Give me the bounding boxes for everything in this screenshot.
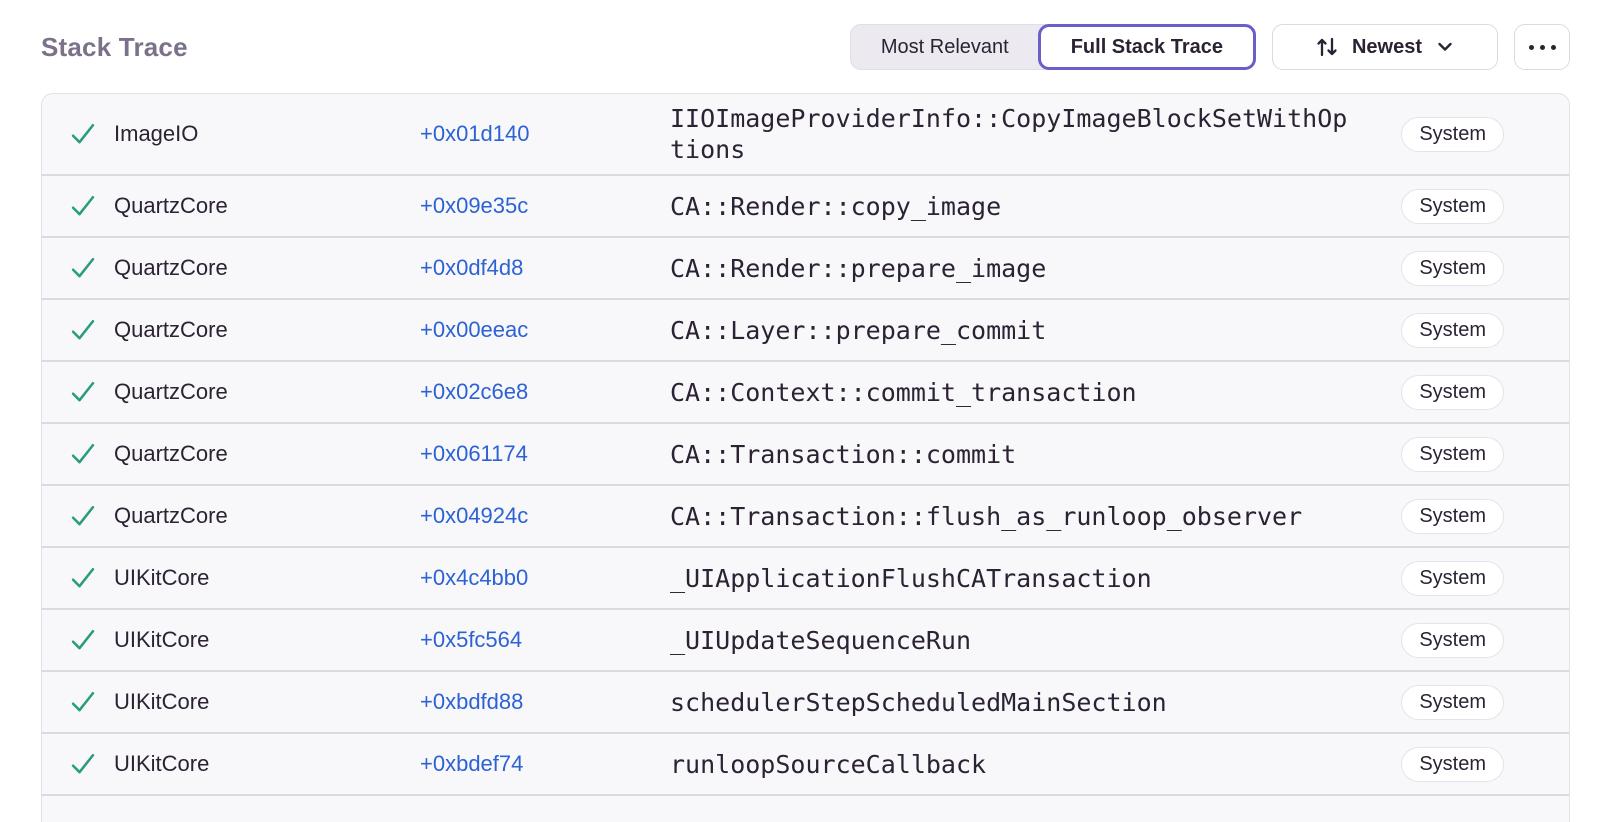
check-icon: [69, 440, 97, 468]
stack-frame-row[interactable]: QuartzCore +0x00eeac CA::Layer::prepare_…: [42, 300, 1569, 362]
sort-arrows-icon: [1314, 34, 1340, 60]
frame-module: QuartzCore: [114, 193, 228, 218]
check-icon: [69, 688, 97, 716]
stack-frame-row[interactable]: UIKitCore +0x5fc564 _UIUpdateSequenceRun…: [42, 610, 1569, 672]
frame-tag-badge: System: [1401, 684, 1504, 720]
stack-frame-row[interactable]: UIKitCore +0xbdef74 runloopSourceCallbac…: [42, 734, 1569, 796]
frame-address-link[interactable]: +0xbdfd88: [420, 689, 524, 714]
frame-tag-badge: System: [1401, 622, 1504, 658]
frame-module: UIKitCore: [114, 689, 210, 714]
frame-address-link[interactable]: +0x0df4d8: [420, 255, 524, 280]
stack-frame-row[interactable]: UIKitCore +0x4c4bb0 _UIApplicationFlushC…: [42, 548, 1569, 610]
frame-tag-badge: System: [1401, 374, 1504, 410]
more-options-button[interactable]: [1514, 24, 1570, 70]
frame-address-link[interactable]: +0x02c6e8: [420, 379, 529, 404]
stack-trace-table: ImageIO +0x01d140 IIOImageProviderInfo::…: [41, 93, 1570, 822]
frame-module: UIKitCore: [114, 565, 210, 590]
frame-address-link[interactable]: +0x061174: [420, 441, 528, 466]
check-icon: [69, 502, 97, 530]
stack-frame-row[interactable]: QuartzCore +0x02c6e8 CA::Context::commit…: [42, 362, 1569, 424]
check-icon: [69, 254, 97, 282]
header-controls: Most Relevant Full Stack Trace Newest: [849, 24, 1570, 70]
page-title: Stack Trace: [41, 31, 188, 62]
frame-function: schedulerStepScheduledMainSection: [670, 687, 1167, 717]
frame-module: UIKitCore: [114, 751, 210, 776]
frame-address-link[interactable]: +0x5fc564: [420, 627, 523, 652]
frame-function: _UIUpdateSequenceRun: [670, 625, 972, 655]
frame-function: CA::Layer::prepare_commit: [670, 315, 1047, 345]
stack-frame-row[interactable]: QuartzCore +0x0df4d8 CA::Render::prepare…: [42, 238, 1569, 300]
tab-full-stack-trace-label: Full Stack Trace: [1070, 35, 1223, 58]
view-toggle: Most Relevant Full Stack Trace: [849, 24, 1256, 70]
frame-address-link[interactable]: +0x00eeac: [420, 317, 529, 342]
frame-address-link[interactable]: +0x04924c: [420, 503, 529, 528]
frame-function: CA::Render::copy_image: [670, 191, 1002, 221]
stack-frame-row[interactable]: ImageIO +0x01d140 IIOImageProviderInfo::…: [42, 94, 1569, 176]
frame-module: QuartzCore: [114, 379, 228, 404]
check-icon: [69, 120, 97, 148]
frame-module: ImageIO: [114, 121, 199, 146]
frame-tag-badge: System: [1401, 116, 1504, 152]
frame-function: CA::Render::prepare_image: [670, 253, 1047, 283]
check-icon: [69, 192, 97, 220]
frame-module: UIKitCore: [114, 627, 210, 652]
stack-frame-row[interactable]: QuartzCore +0x04924c CA::Transaction::fl…: [42, 486, 1569, 548]
check-icon: [69, 378, 97, 406]
frame-address-link[interactable]: +0xbdef74: [420, 751, 524, 776]
frame-module: QuartzCore: [114, 441, 228, 466]
frame-tag-badge: System: [1401, 250, 1504, 286]
frame-module: QuartzCore: [114, 317, 228, 342]
frame-tag-badge: System: [1401, 498, 1504, 534]
stack-trace-header: Stack Trace Most Relevant Full Stack Tra…: [41, 22, 1570, 72]
frame-module: QuartzCore: [114, 255, 228, 280]
check-icon: [69, 626, 97, 654]
stack-frame-row[interactable]: QuartzCore +0x09e35c CA::Render::copy_im…: [42, 176, 1569, 238]
ellipsis-icon: [1528, 44, 1556, 50]
frame-address-link[interactable]: +0x01d140: [420, 121, 530, 146]
frame-function: IIOImageProviderInfo::CopyImageBlockSetW…: [670, 104, 1348, 164]
check-icon: [69, 564, 97, 592]
frame-address-link[interactable]: +0x09e35c: [420, 193, 529, 218]
stack-frame-row[interactable]: QuartzCore +0x061174 CA::Transaction::co…: [42, 424, 1569, 486]
frame-address-link[interactable]: +0x4c4bb0: [420, 565, 529, 590]
sort-label: Newest: [1351, 35, 1423, 58]
frame-function: CA::Transaction::commit: [670, 439, 1017, 469]
frame-tag-badge: System: [1401, 312, 1504, 348]
frame-function: runloopSourceCallback: [670, 749, 987, 779]
frame-function: CA::Context::commit_transaction: [670, 377, 1137, 407]
tab-most-relevant[interactable]: Most Relevant: [851, 25, 1039, 69]
frame-tag-badge: System: [1401, 188, 1504, 224]
stack-frame-row[interactable]: UIKitCore +0xbdfd88 schedulerStepSchedul…: [42, 672, 1569, 734]
chevron-down-icon: [1434, 36, 1456, 58]
frame-tag-badge: System: [1401, 560, 1504, 596]
frame-function: _UIApplicationFlushCATransaction: [670, 563, 1152, 593]
frame-tag-badge: System: [1401, 746, 1504, 782]
frame-function: CA::Transaction::flush_as_runloop_observ…: [670, 501, 1303, 531]
frame-module: QuartzCore: [114, 503, 228, 528]
frame-tag-badge: System: [1401, 436, 1504, 472]
sort-button[interactable]: Newest: [1272, 24, 1498, 70]
tab-full-stack-trace[interactable]: Full Stack Trace: [1037, 24, 1256, 70]
tab-most-relevant-label: Most Relevant: [880, 35, 1009, 58]
check-icon: [69, 750, 97, 778]
check-icon: [69, 316, 97, 344]
